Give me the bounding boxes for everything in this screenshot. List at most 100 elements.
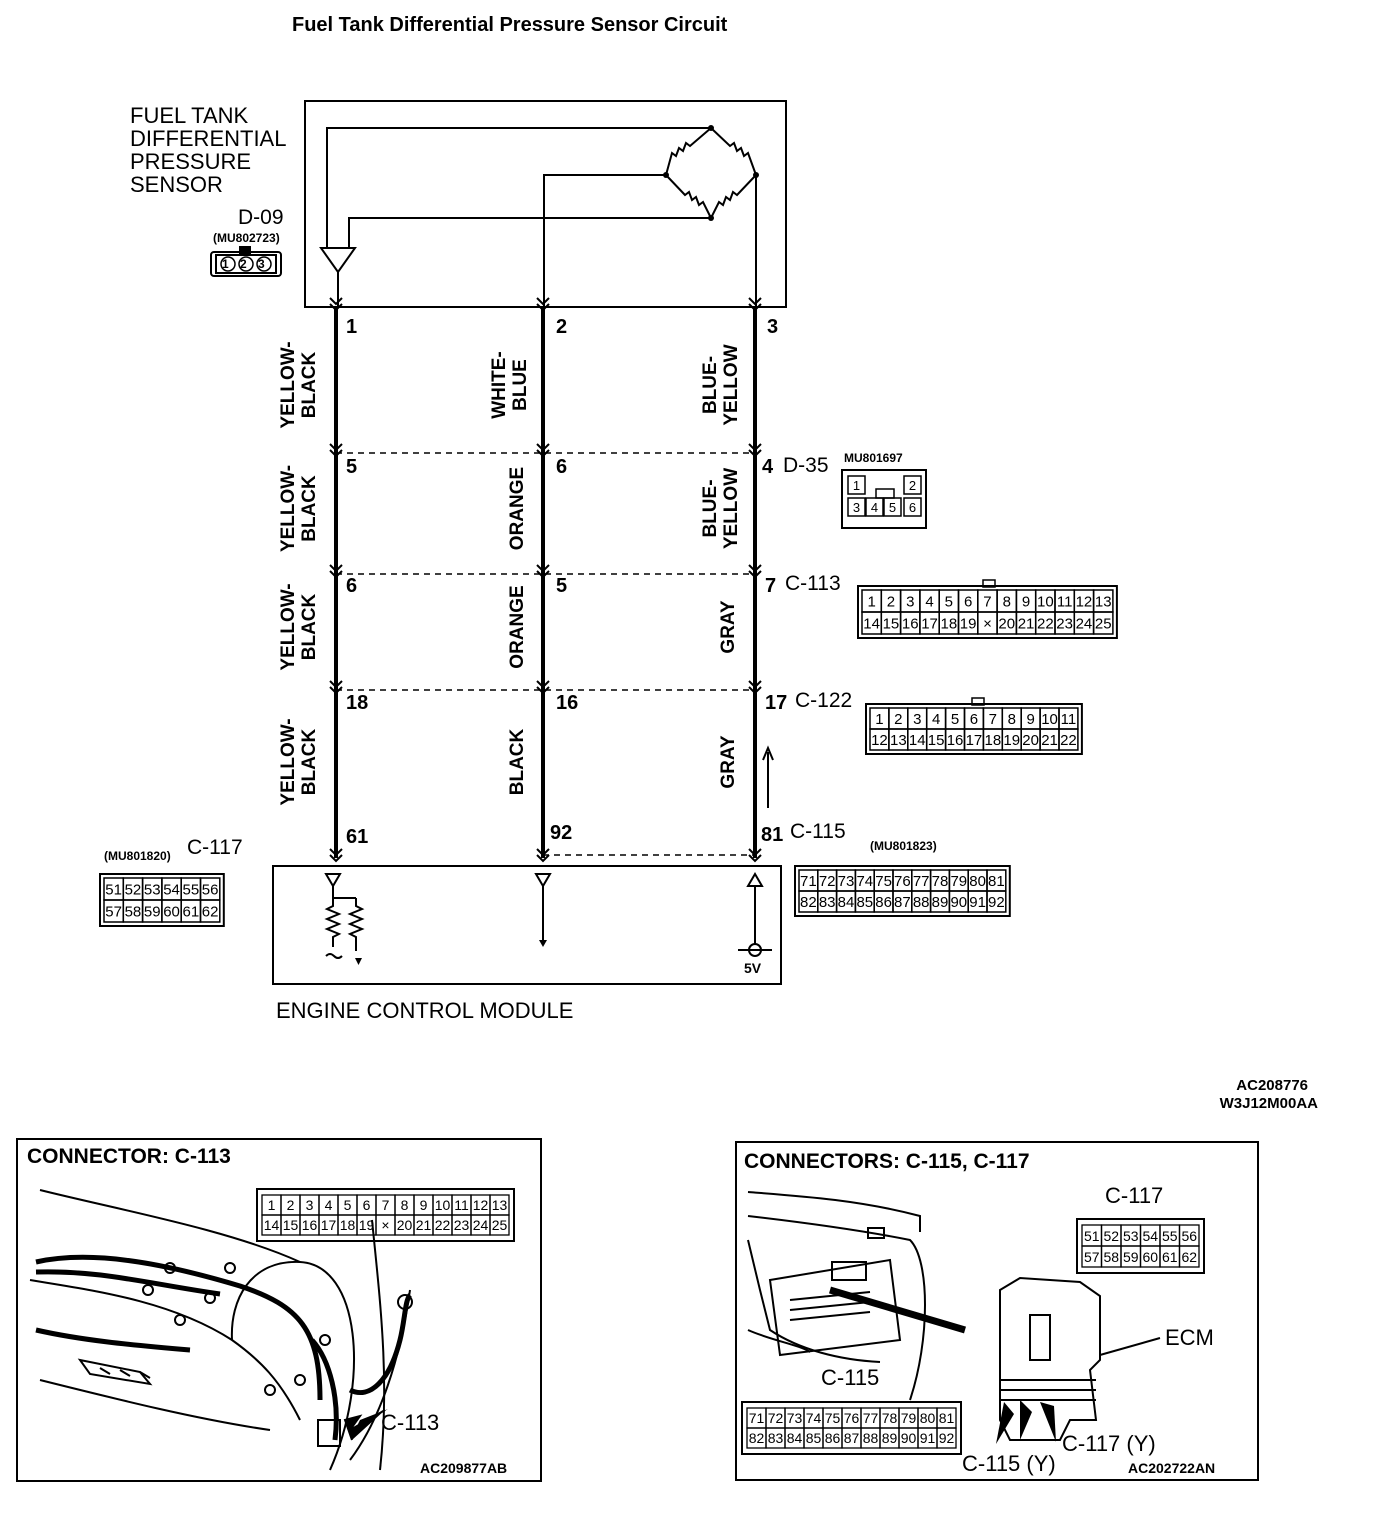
wire-color-label: WHITE- BLUE <box>489 351 531 419</box>
connector-arrow-mark <box>748 297 762 312</box>
panel-c113-pin: 10 <box>435 1197 451 1213</box>
panel-c117-pin: 56 <box>1181 1228 1197 1244</box>
sensor-name-line: DIFFERENTIAL <box>130 126 287 151</box>
panel-c115-pin: 90 <box>901 1430 917 1446</box>
panel-c115-pin: 87 <box>844 1430 860 1446</box>
panel-c115-pin: 76 <box>844 1410 860 1426</box>
sensor-name: FUEL TANK DIFFERENTIAL PRESSURE SENSOR <box>130 104 286 196</box>
panel-c113-pin: 19 <box>359 1217 375 1233</box>
panel-c117-pin: 60 <box>1142 1249 1158 1265</box>
connector-c122-pin: 21 <box>1041 732 1058 749</box>
connector-arrow-mark <box>748 680 762 695</box>
connector-c115-pin: 85 <box>856 894 873 911</box>
connector-c117-pin: 54 <box>163 882 180 899</box>
panel-c113-pin: 25 <box>492 1217 508 1233</box>
connector-c113-pin: 9 <box>1022 594 1030 611</box>
panel-c113-pin: 16 <box>302 1217 318 1233</box>
connector-c113-pin: 8 <box>1003 594 1011 611</box>
connector-d35-pin: 6 <box>909 500 916 515</box>
d35-pin: 5 <box>346 456 358 478</box>
panel-c113-pin: 23 <box>454 1217 470 1233</box>
d09-pin: 3 <box>258 257 265 271</box>
panel-c117-pin: 52 <box>1103 1228 1119 1244</box>
wire-color-label: BLUE- YELLOW <box>700 467 742 550</box>
panel-c113-pin: 24 <box>473 1217 489 1233</box>
connector-c122-pin: 7 <box>989 711 997 728</box>
connector-c115-pin: 71 <box>800 873 817 890</box>
c117-pin: 61 <box>346 826 369 848</box>
panel-c113-title: CONNECTOR: C-113 <box>27 1145 231 1168</box>
connector-c117-pin: 53 <box>144 882 161 899</box>
panel-c115-pin: 82 <box>749 1430 765 1446</box>
connector-c117-pin: 57 <box>105 904 122 921</box>
connector-c115-pin: 86 <box>875 894 892 911</box>
connector-c117-pin: 55 <box>183 882 200 899</box>
c122-pin: 18 <box>346 692 369 714</box>
panel-ecm-label: ECM <box>1165 1325 1214 1350</box>
connector-arrow-mark <box>748 564 762 579</box>
connector-c122-pin: 14 <box>909 732 926 749</box>
sensor-pin-2: 2 <box>556 316 568 338</box>
connector-arrow-mark <box>329 680 343 695</box>
connector-c115-pin: 83 <box>819 894 836 911</box>
panel-c115-ref: AC202722AN <box>1128 1460 1216 1476</box>
connector-c113-pin: 14 <box>863 616 880 633</box>
panel-c113-pin: × <box>381 1217 389 1233</box>
wire-color-label: BLACK <box>507 728 528 796</box>
connector-c113-pin: 18 <box>941 616 958 633</box>
panel-c117-pin: 51 <box>1084 1228 1100 1244</box>
connector-c115-pin: 82 <box>800 894 817 911</box>
connector-c115-pin: 75 <box>875 873 892 890</box>
c113-pin: 7 <box>765 575 777 597</box>
panel-c115-title: CONNECTORS: C-115, C-117 <box>744 1150 1030 1173</box>
sensor-name-line: FUEL TANK <box>130 103 249 128</box>
connector-c115-pin: 87 <box>894 894 911 911</box>
c115-pin: 81 <box>761 824 784 846</box>
connector-d35-label: D-35 <box>783 454 829 477</box>
panel-c113-pin: 15 <box>283 1217 299 1233</box>
connector-c117-pin: 62 <box>202 904 219 921</box>
panel-c115-pin: 73 <box>787 1410 803 1426</box>
connector-c115-pin: 88 <box>913 894 930 911</box>
panel-c115-pin: 89 <box>882 1430 898 1446</box>
sensor-pin-1: 1 <box>346 316 358 338</box>
panel-c113-pin: 9 <box>420 1197 428 1213</box>
panel-c113-pin: 17 <box>321 1217 337 1233</box>
connector-c115-pin: 76 <box>894 873 911 890</box>
panel-c115-pin: 84 <box>787 1430 803 1446</box>
connector-c113-pin: 20 <box>998 616 1015 633</box>
connector-c113-pin: 3 <box>906 594 914 611</box>
connector-arrow-mark <box>329 848 343 863</box>
connector-c122-pin: 4 <box>932 711 940 728</box>
d35-pin: 4 <box>762 456 774 478</box>
connector-c122-pin: 20 <box>1022 732 1039 749</box>
connector-c113-pin: 24 <box>1076 616 1093 633</box>
connector-c117-label: C-117 <box>187 836 243 859</box>
panel-c117-label: C-117 <box>1105 1183 1164 1208</box>
panel-c113-pin: 22 <box>435 1217 451 1233</box>
panel-c117-pin: 61 <box>1162 1249 1178 1265</box>
panel-c115-pin: 74 <box>806 1410 822 1426</box>
wire-color-label: BLUE- YELLOW <box>700 344 742 426</box>
connector-c113-pin: 22 <box>1037 616 1054 633</box>
connector-c122-pin: 15 <box>928 732 945 749</box>
connector-d35-pin: 2 <box>909 478 916 493</box>
figure-code: W3J12M00AA <box>1219 1095 1318 1112</box>
connector-arrow-mark <box>329 297 343 312</box>
ecm-label: ENGINE CONTROL MODULE <box>276 998 574 1023</box>
connector-c113-pin: 6 <box>964 594 972 611</box>
panel-c115-pin: 79 <box>901 1410 917 1426</box>
c115-pin: 92 <box>550 822 573 844</box>
connector-d35-pin: 3 <box>853 500 860 515</box>
panel-c117-pin: 55 <box>1162 1228 1178 1244</box>
connector-c115-label: C-115 <box>790 820 846 843</box>
connector-arrow-mark <box>536 564 550 579</box>
connector-c115-pin: 89 <box>932 894 949 911</box>
connector-arrow-mark <box>748 443 762 458</box>
connector-c113-pin: 1 <box>867 594 875 611</box>
sensor-name-line: SENSOR <box>130 172 223 197</box>
panel-c115-pin: 88 <box>863 1430 879 1446</box>
connector-c117-pin: 60 <box>163 904 180 921</box>
